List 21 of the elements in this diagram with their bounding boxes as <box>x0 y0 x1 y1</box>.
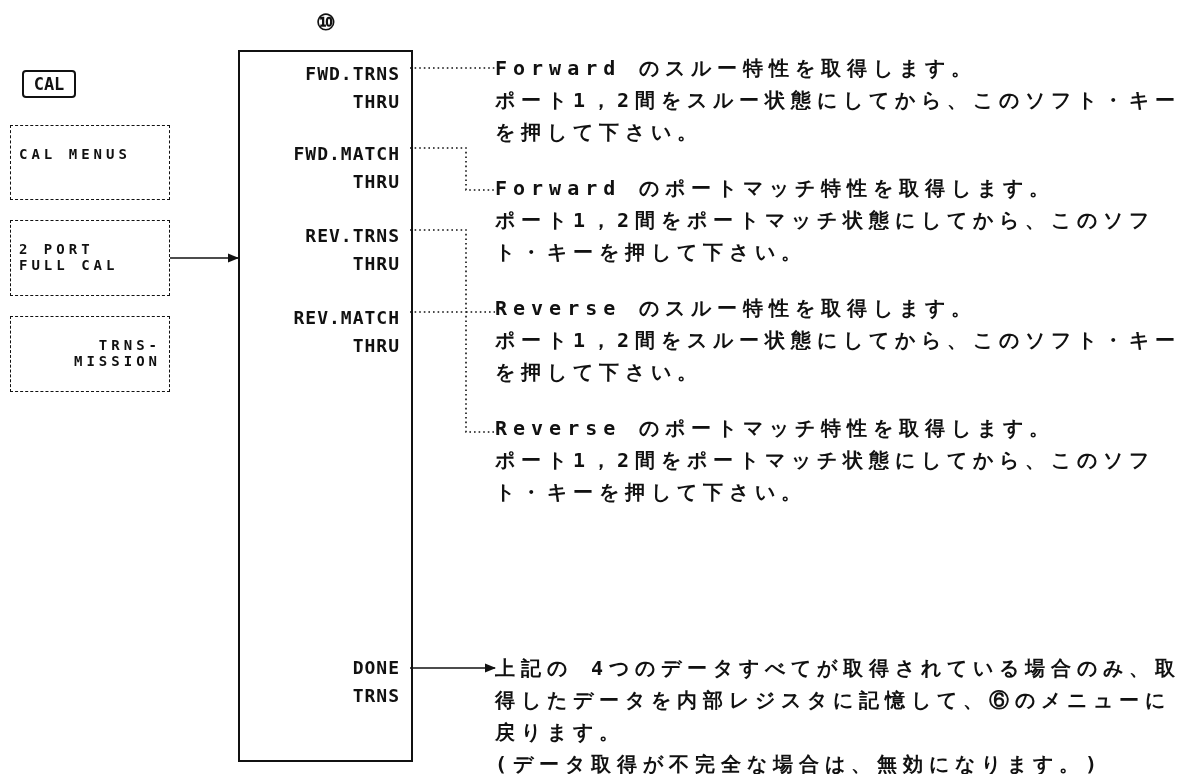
arrow <box>409 663 497 673</box>
menu-key-label: 2 PORT FULL CAL <box>10 220 170 296</box>
menu-key-label: TRNS- MISSION <box>10 316 170 392</box>
description-text: Reverse のポートマッチ特性を取得します。ポート1，2間をポートマッチ状態にしてから、このソフト・キーを押して下さい。 <box>495 412 1185 512</box>
description-text: Reverse のスルー特性を取得します。ポート1，2間をスルー状態にしてから、このソフト・キーを押して下さい。 <box>495 292 1185 392</box>
leader-line <box>409 67 496 69</box>
description-text: Forward のポートマッチ特性を取得します。ポート1，2間をポートマッチ状態にしてから、このソフト・キーを押して下さい。 <box>495 172 1185 272</box>
callout-number: ⑩ <box>314 10 337 35</box>
hard-key: CAL <box>22 70 76 98</box>
softkey-label: DONE TRNS <box>245 654 412 714</box>
softkey-label: FWD.TRNS THRU <box>245 60 412 120</box>
leader-line <box>409 147 496 191</box>
menu-key-label: CAL MENUS <box>10 125 170 200</box>
softkey-label: FWD.MATCH THRU <box>245 140 412 200</box>
leader-line <box>409 229 496 313</box>
arrow <box>169 253 240 263</box>
softkey-label: REV.MATCH THRU <box>245 304 412 364</box>
softkey-label: REV.TRNS THRU <box>245 222 412 282</box>
description-text: 上記の 4つのデータすべてが取得されている場合のみ、取得したデータを内部レジスタに記憶して、⑥のメニューに戻ります。 <box>495 655 1183 746</box>
leader-line <box>409 311 496 433</box>
description-text: Forward のスルー特性を取得します。ポート1，2間をスルー状態にしてから、このソフト・キーを押して下さい。 <box>495 52 1185 152</box>
